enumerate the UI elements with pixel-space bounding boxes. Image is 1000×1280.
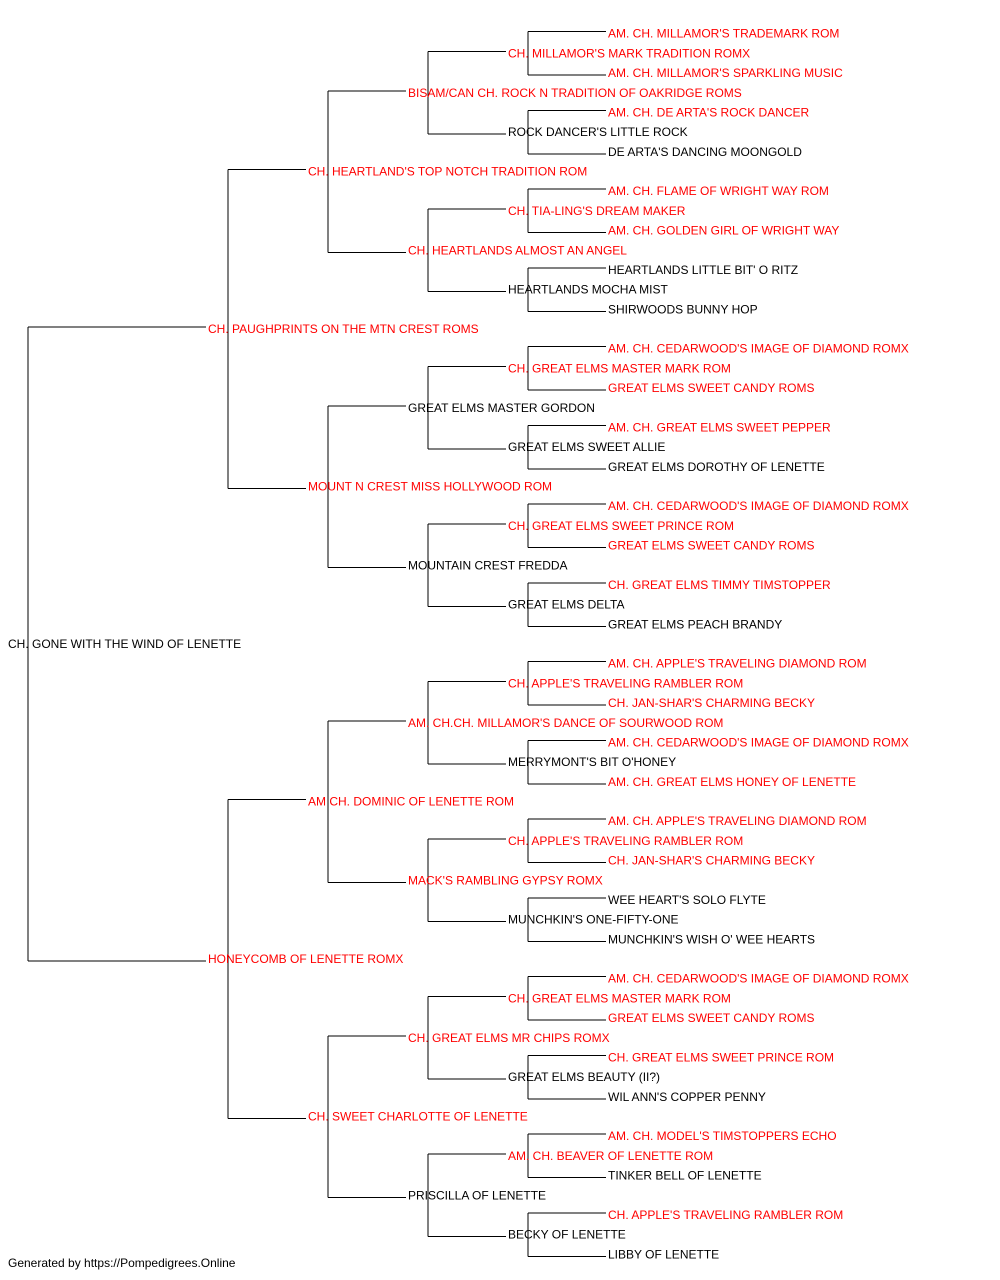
ancestor-name: CH. APPLE'S TRAVELING RAMBLER ROM [508, 676, 743, 690]
ancestor-name: AM. CH. CEDARWOOD'S IMAGE OF DIAMOND ROM… [608, 342, 909, 356]
ancestor-name: SHIRWOODS BUNNY HOP [608, 302, 758, 316]
ancestor-name: MUNCHKIN'S WISH O' WEE HEARTS [608, 932, 815, 946]
ancestor-name: MOUNT N CREST MISS HOLLYWOOD ROM [308, 480, 552, 494]
ancestor-name: AM. CH. GREAT ELMS HONEY OF LENETTE [608, 775, 856, 789]
ancestor-name: AM CH. DOMINIC OF LENETTE ROM [308, 795, 514, 809]
ancestor-name: CH. SWEET CHARLOTTE OF LENETTE [308, 1110, 528, 1124]
ancestor-name: AM. CH.CH. MILLAMOR'S DANCE OF SOURWOOD … [408, 716, 723, 730]
ancestor-name: CH. GREAT ELMS MASTER MARK ROM [508, 361, 731, 375]
ancestor-name: CH. GREAT ELMS TIMMY TIMSTOPPER [608, 578, 831, 592]
ancestor-name: AM. CH. GOLDEN GIRL OF WRIGHT WAY [608, 224, 839, 238]
ancestor-name: CH. MILLAMOR'S MARK TRADITION ROMX [508, 46, 750, 60]
ancestor-name: CH. APPLE'S TRAVELING RAMBLER ROM [608, 1208, 843, 1222]
ancestor-name: CH. APPLE'S TRAVELING RAMBLER ROM [508, 834, 743, 848]
ancestor-name: GREAT ELMS SWEET CANDY ROMS [608, 381, 814, 395]
ancestor-name: MUNCHKIN'S ONE-FIFTY-ONE [508, 913, 679, 927]
ancestor-name: WIL ANN'S COPPER PENNY [608, 1090, 766, 1104]
ancestor-name: MOUNTAIN CREST FREDDA [408, 558, 568, 572]
ancestor-name: MERRYMONT'S BIT O'HONEY [508, 755, 676, 769]
ancestor-name: LIBBY OF LENETTE [608, 1247, 719, 1261]
dog-names: CH. GONE WITH THE WIND OF LENETTE CH. PAU… [8, 27, 909, 1262]
ancestor-name: PRISCILLA OF LENETTE [408, 1188, 546, 1202]
ancestor-name: CH. JAN-SHAR'S CHARMING BECKY [608, 696, 815, 710]
ancestor-name: CH. PAUGHPRINTS ON THE MTN CREST ROMS [208, 322, 479, 336]
ancestor-name: AM. CH. DE ARTA'S ROCK DANCER [608, 105, 810, 119]
ancestor-name: GREAT ELMS DELTA [508, 598, 624, 612]
ancestor-name: AM. CH. FLAME OF WRIGHT WAY ROM [608, 184, 829, 198]
ancestor-name: BECKY OF LENETTE [508, 1228, 626, 1242]
ancestor-name: AM. CH. GREAT ELMS SWEET PEPPER [608, 420, 831, 434]
ancestor-name: AM. CH. APPLE'S TRAVELING DIAMOND ROM [608, 657, 867, 671]
ancestor-name: GREAT ELMS SWEET CANDY ROMS [608, 539, 814, 553]
ancestor-name: AM. CH. MILLAMOR'S SPARKLING MUSIC [608, 66, 843, 80]
ancestor-name: CH. GREAT ELMS MR CHIPS ROMX [408, 1031, 610, 1045]
ancestor-name: DE ARTA'S DANCING MOONGOLD [608, 145, 802, 159]
ancestor-name: CH. GREAT ELMS SWEET PRINCE ROM [608, 1050, 834, 1064]
connector-lines [27, 31, 606, 1257]
ancestor-name: AM. CH. CEDARWOOD'S IMAGE OF DIAMOND ROM… [608, 972, 909, 986]
ancestor-name: GREAT ELMS BEAUTY (II?) [508, 1070, 660, 1084]
ancestor-name: MACK'S RAMBLING GYPSY ROMX [408, 873, 603, 887]
ancestor-name: CH. JAN-SHAR'S CHARMING BECKY [608, 854, 815, 868]
ancestor-name: ROCK DANCER'S LITTLE ROCK [508, 125, 688, 139]
ancestor-name: TINKER BELL OF LENETTE [608, 1169, 762, 1183]
ancestor-name: GREAT ELMS SWEET ALLIE [508, 440, 665, 454]
ancestor-name: AM. CH. APPLE'S TRAVELING DIAMOND ROM [608, 814, 867, 828]
ancestor-name: GREAT ELMS SWEET CANDY ROMS [608, 1011, 814, 1025]
ancestor-name: AM. CH. CEDARWOOD'S IMAGE OF DIAMOND ROM… [608, 735, 909, 749]
ancestor-name: CH. GREAT ELMS SWEET PRINCE ROM [508, 519, 734, 533]
ancestor-name: CH. HEARTLANDS ALMOST AN ANGEL [408, 243, 627, 257]
ancestor-name: GREAT ELMS PEACH BRANDY [608, 617, 782, 631]
ancestor-name: GREAT ELMS DOROTHY OF LENETTE [608, 460, 825, 474]
ancestor-name: HEARTLANDS LITTLE BIT' O RITZ [608, 263, 798, 277]
ancestor-name: BISAM/CAN CH. ROCK N TRADITION OF OAKRID… [408, 86, 742, 100]
footer-credit: Generated by https://Pompedigrees.Online [8, 1256, 236, 1270]
ancestor-name: AM. CH. BEAVER OF LENETTE ROM [508, 1149, 713, 1163]
ancestor-name: AM. CH. MILLAMOR'S TRADEMARK ROM [608, 27, 839, 41]
ancestor-name: AM. CH. CEDARWOOD'S IMAGE OF DIAMOND ROM… [608, 499, 909, 513]
ancestor-name: AM. CH. MODEL'S TIMSTOPPERS ECHO [608, 1129, 837, 1143]
subject-dog-name: CH. GONE WITH THE WIND OF LENETTE [8, 637, 241, 651]
ancestor-name: WEE HEART'S SOLO FLYTE [608, 893, 766, 907]
ancestor-name: CH. HEARTLAND'S TOP NOTCH TRADITION ROM [308, 165, 587, 179]
ancestor-name: CH. GREAT ELMS MASTER MARK ROM [508, 991, 731, 1005]
ancestor-name: HONEYCOMB OF LENETTE ROMX [208, 952, 403, 966]
ancestor-name: GREAT ELMS MASTER GORDON [408, 401, 595, 415]
ancestor-name: CH. TIA-LING'S DREAM MAKER [508, 204, 686, 218]
ancestor-name: HEARTLANDS MOCHA MIST [508, 283, 668, 297]
